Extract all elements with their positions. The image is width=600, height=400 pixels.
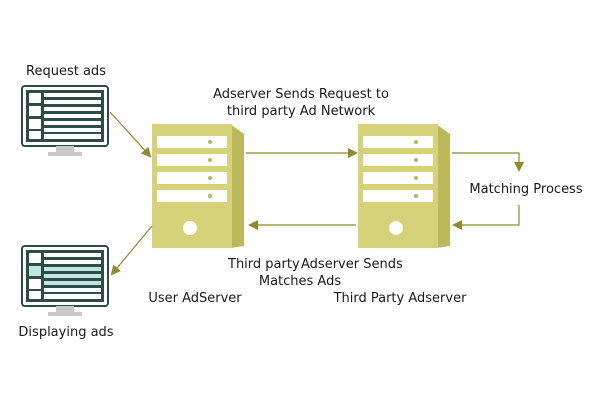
matching-process-label: Matching Process (469, 182, 583, 197)
server-icon (358, 124, 450, 248)
sends-request-label-line2: third party Ad Network (226, 104, 376, 119)
arrow-matching-out (452, 152, 524, 172)
adserver-sends-label: Adserver Sends (301, 257, 403, 272)
monitor-icon (21, 245, 109, 316)
third-party-label-line1: Third party (228, 257, 300, 272)
arrow-display (110, 225, 153, 276)
matches-ads-label-line2: Matches Ads (258, 274, 342, 289)
user-adserver-label: User AdServer (148, 291, 242, 306)
arrow-request (109, 111, 152, 158)
server-icon (152, 124, 244, 248)
arrow-matching-back (452, 205, 520, 230)
sends-request-label-line1: Adserver Sends Request to (213, 87, 389, 102)
monitor-icon (21, 85, 109, 156)
request-ads-label: Request ads (26, 64, 106, 79)
third-party-adserver-label: Third Party Adserver (333, 291, 467, 306)
displaying-ads-label: Displaying ads (18, 325, 114, 340)
